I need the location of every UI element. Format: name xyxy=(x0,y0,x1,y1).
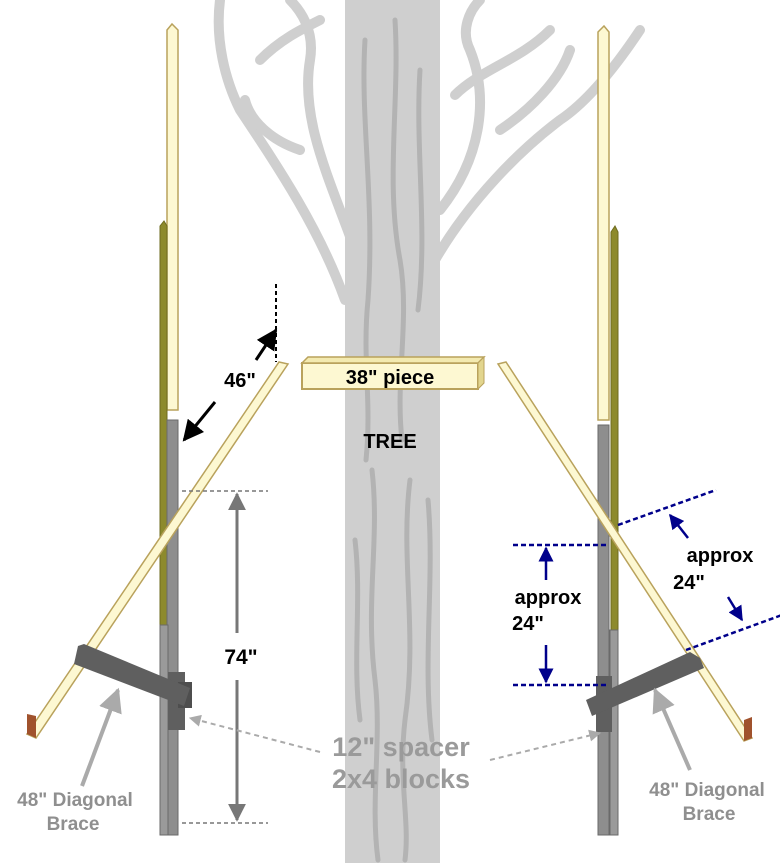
left-post-olive xyxy=(159,220,168,626)
brace-callout-right: 48" Diagonal Brace xyxy=(649,687,765,825)
spacer-callout: 12" spacer 2x4 blocks xyxy=(188,714,602,794)
left-48-diagonal-brace xyxy=(74,644,190,706)
dim-74-label: 74" xyxy=(224,646,257,669)
approx-diagonal-arrow-bottom xyxy=(726,596,744,622)
brace-left-line1: 48" Diagonal xyxy=(17,790,133,811)
tree xyxy=(213,0,645,863)
dim-approx-vertical: approx 24" xyxy=(512,543,606,687)
left-post-upper xyxy=(166,22,179,411)
brace-left-line2: Brace xyxy=(47,814,100,835)
dim-46-label: 46" xyxy=(224,370,256,392)
brace-callout-left: 48" Diagonal Brace xyxy=(17,687,133,835)
right-post-olive xyxy=(610,225,619,631)
brace-right-pointer xyxy=(652,687,692,771)
approx-diagonal-bottom-extension xyxy=(685,614,780,652)
left-board-end-grain xyxy=(27,714,36,738)
approx-diagonal-top-extension xyxy=(617,488,717,527)
dim-46-arrow-top xyxy=(254,328,278,361)
right-post xyxy=(596,24,619,836)
left-post xyxy=(159,22,192,836)
approx-left-line2: 24" xyxy=(512,613,544,635)
right-post-upper xyxy=(597,24,610,421)
right-48-diagonal-brace xyxy=(586,652,704,716)
dim-approx-diagonal: approx 24" xyxy=(617,488,780,652)
dim-46-arrow-bottom xyxy=(182,401,217,442)
right-post-lower-side xyxy=(609,629,619,836)
dim-46: 46" xyxy=(182,284,278,442)
tree-label: TREE xyxy=(363,431,416,453)
spacer-arrow-right xyxy=(489,729,602,761)
spacer-label-line2: 2x4 blocks xyxy=(332,764,470,794)
piece-38-label: 38" piece xyxy=(346,367,434,389)
left-post-lower xyxy=(166,419,179,836)
brace-right-line2: Brace xyxy=(683,804,736,825)
approx-right-line2: 24" xyxy=(673,572,705,594)
right-board-end-grain xyxy=(744,717,752,741)
dim-74: 74" xyxy=(182,490,268,824)
right-diagonal-board xyxy=(496,361,754,742)
brace-right-line1: 48" Diagonal xyxy=(649,780,765,801)
approx-left-line1: approx xyxy=(515,587,582,609)
piece-38-board: 38" piece xyxy=(300,355,486,391)
spacer-arrow-left xyxy=(188,714,321,753)
brace-left-pointer xyxy=(80,687,122,787)
left-post-lower-side xyxy=(159,624,169,836)
left-diagonal-board xyxy=(25,361,290,739)
right-post-lower xyxy=(597,424,610,836)
approx-diagonal-arrow-top xyxy=(669,513,689,539)
approx-right-line1: approx xyxy=(687,545,754,567)
spacer-label-line1: 12" spacer xyxy=(332,732,470,762)
